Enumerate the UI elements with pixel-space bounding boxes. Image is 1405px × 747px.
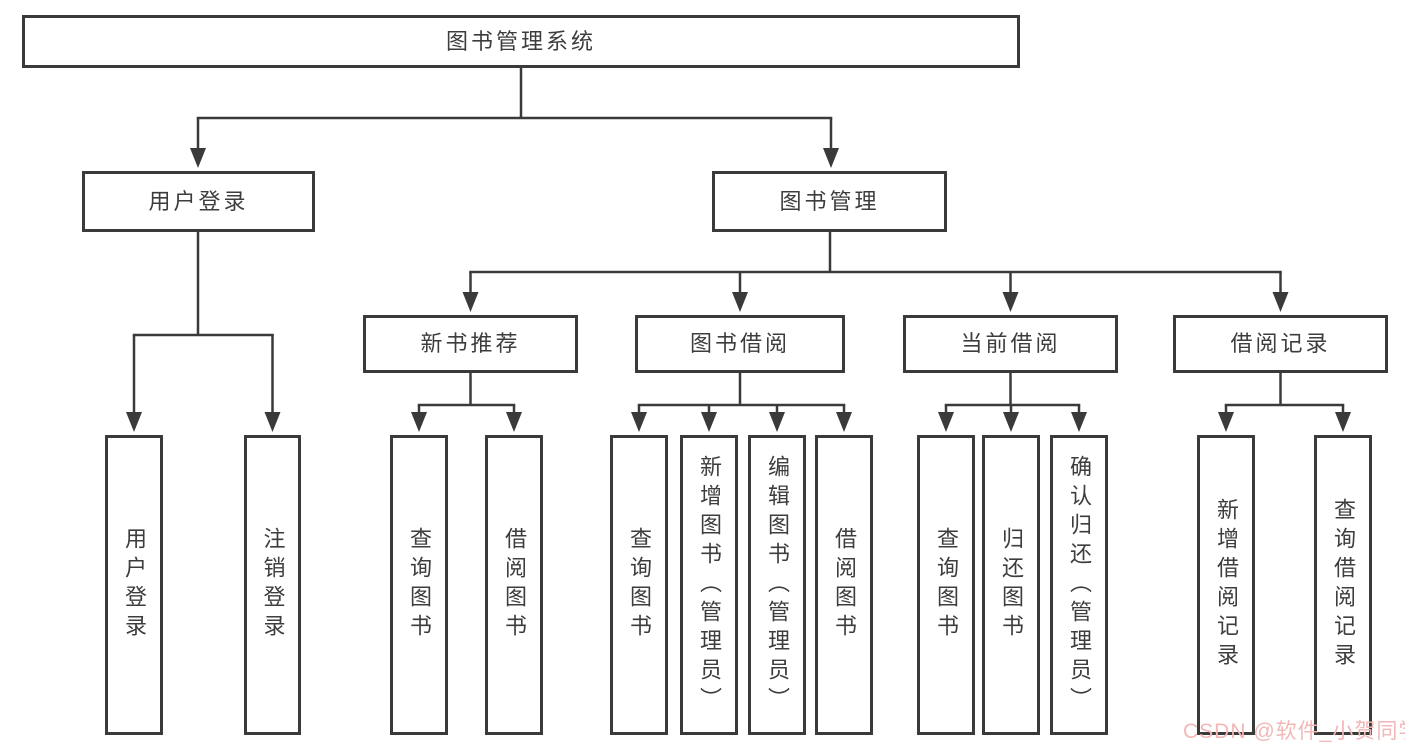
node-library-system: 图书管理系统 [22,15,1020,68]
leaf-recommend-query-books: 查询图书 [390,435,448,735]
node-book-borrow: 图书借阅 [635,315,845,373]
leaf-confirm-return-admin: 确认归还（管理员） [1050,435,1108,735]
leaf-recommend-borrow-books-label: 借阅图书 [502,527,527,643]
csdn-watermark: CSDN @软件_小贺同学 [1183,720,1405,743]
leaf-current-query-books: 查询图书 [917,435,975,735]
node-book-management-label: 图书管理 [779,188,880,214]
leaf-borrow-books: 借阅图书 [815,435,873,735]
node-borrow-records: 借阅记录 [1173,315,1388,373]
leaf-add-borrow-record: 新增借阅记录 [1197,435,1255,735]
leaf-edit-books-admin: 编辑图书（管理员） [748,435,806,735]
leaf-query-borrow-record: 查询借阅记录 [1314,435,1372,735]
node-user-login: 用户登录 [82,171,315,232]
node-current-borrow-label: 当前借阅 [960,331,1061,356]
leaf-return-books-label: 归还图书 [999,527,1024,643]
node-user-login-label: 用户登录 [148,188,249,214]
leaf-user-login-label: 用户登录 [122,527,147,643]
leaf-borrow-query-books-label: 查询图书 [627,527,652,643]
node-new-book-recommend-label: 新书推荐 [420,331,521,356]
node-current-borrow: 当前借阅 [903,315,1118,373]
arrowheads [126,148,1351,432]
leaf-logout-label: 注销登录 [260,527,286,643]
leaf-borrow-query-books: 查询图书 [610,435,668,735]
leaf-add-borrow-record-label: 新增借阅记录 [1214,498,1239,672]
leaf-add-books-admin-label: 新增图书（管理员） [697,454,722,716]
leaf-confirm-return-admin-label: 确认归还（管理员） [1067,454,1092,716]
leaf-borrow-books-label: 借阅图书 [832,527,857,643]
leaf-user-login: 用户登录 [105,435,163,735]
node-book-management: 图书管理 [712,171,947,232]
leaf-logout: 注销登录 [244,435,301,735]
leaf-return-books: 归还图书 [982,435,1040,735]
leaf-recommend-query-books-label: 查询图书 [407,527,432,643]
node-book-borrow-label: 图书借阅 [689,331,790,356]
leaf-edit-books-admin-label: 编辑图书（管理员） [765,454,790,716]
node-library-system-label: 图书管理系统 [445,28,596,54]
leaf-current-query-books-label: 查询图书 [934,527,959,643]
leaf-add-books-admin: 新增图书（管理员） [680,435,738,735]
leaf-query-borrow-record-label: 查询借阅记录 [1331,498,1356,672]
node-new-book-recommend: 新书推荐 [363,315,578,373]
leaf-recommend-borrow-books: 借阅图书 [485,435,543,735]
node-borrow-records-label: 借阅记录 [1230,331,1331,356]
